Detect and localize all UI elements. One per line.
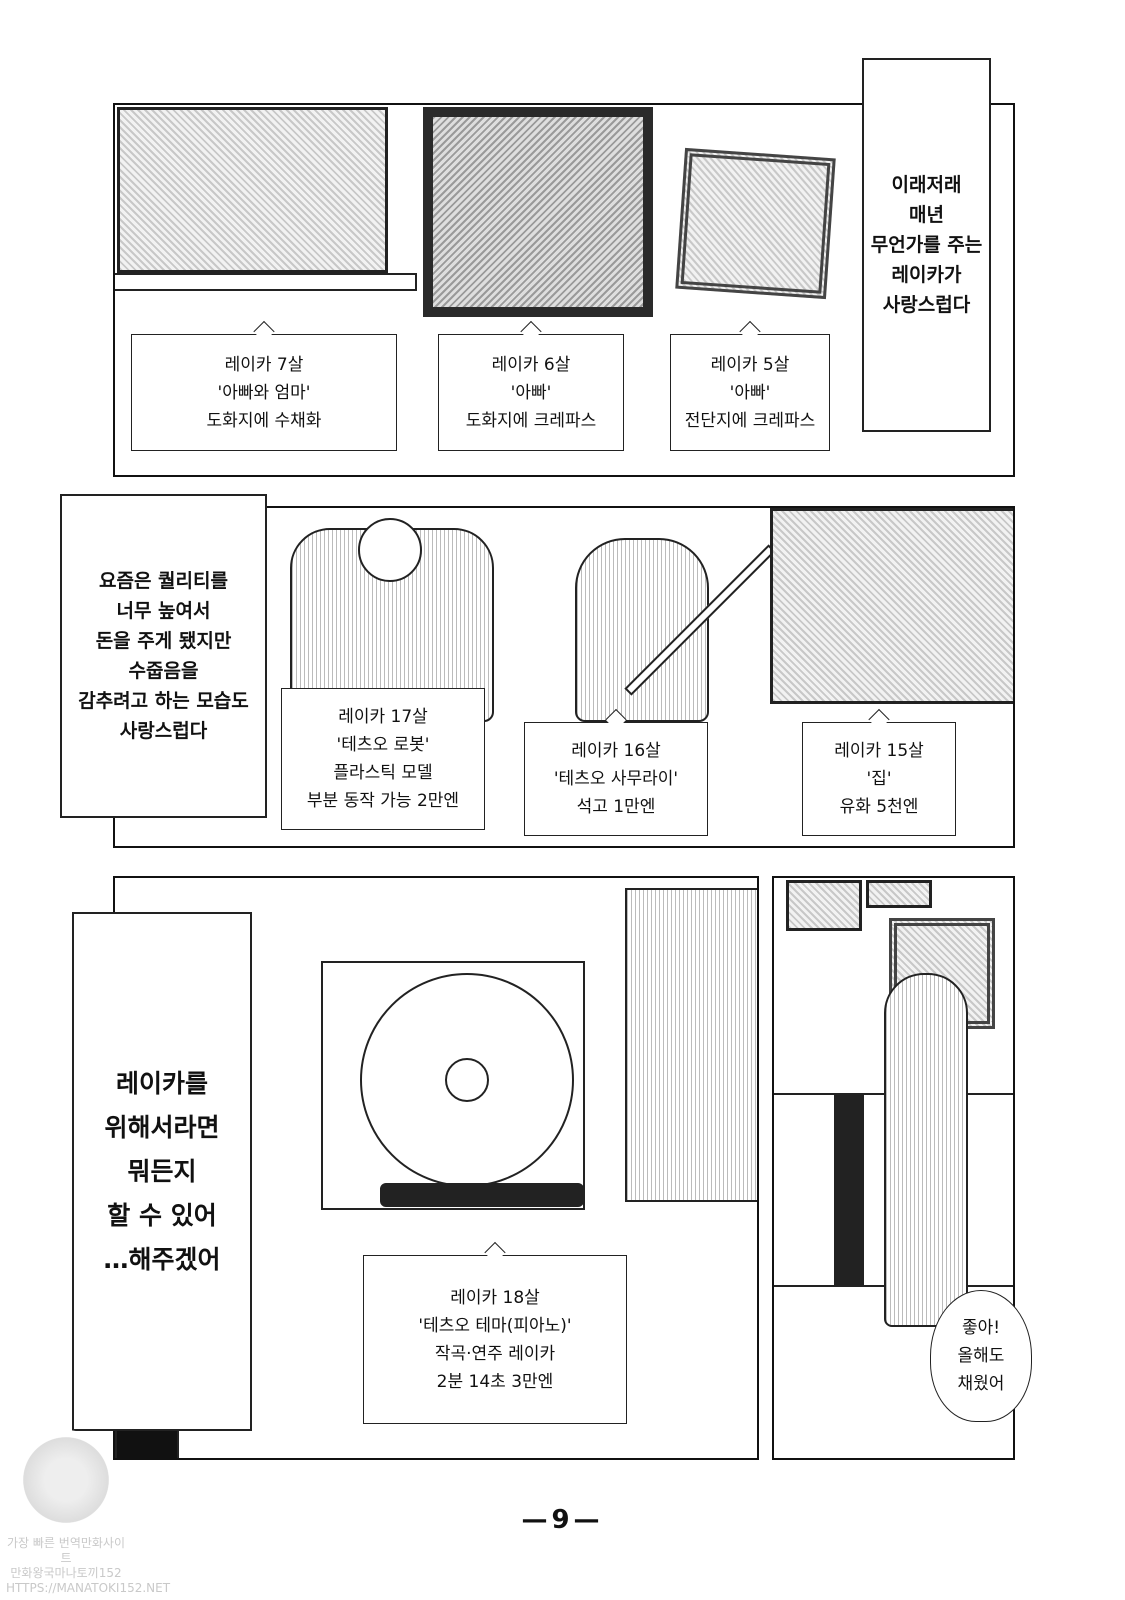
narration-line: 감추려고 하는 모습도 (78, 690, 249, 712)
narration-line: 무언가를 주는 (870, 234, 983, 256)
caption-line: 레이카 18살 (450, 1287, 540, 1308)
narration-line: 매년 (909, 204, 944, 226)
caption-reika-17: 레이카 17살 '테츠오 로봇' 플라스틱 모델 부분 동작 가능 2만엔 (281, 688, 485, 830)
painting-house (770, 508, 1013, 704)
narration-line: 뭐든지 (127, 1156, 197, 1186)
narration-line: 이래저래 (891, 174, 962, 196)
caption-reika-18: 레이카 18살 '테츠오 테마(피아노)' 작곡·연주 레이카 2분 14초 3… (363, 1255, 627, 1424)
caption-reika-6: 레이카 6살 '아빠' 도화지에 크레파스 (438, 334, 624, 451)
narration-line: 레이카가 (891, 264, 962, 286)
caption-line: '아빠와 엄마' (217, 382, 311, 403)
wall-frame-top-left (786, 880, 862, 931)
caption-reika-7: 레이카 7살 '아빠와 엄마' 도화지에 수채화 (131, 334, 397, 451)
cd-stand (380, 1183, 584, 1207)
caption-line: 레이카 7살 (224, 354, 304, 375)
cd-hub (445, 1058, 489, 1102)
caption-line: 레이카 17살 (338, 707, 428, 727)
narration-line: 사랑스럽다 (882, 294, 971, 316)
caption-line: '아빠' (729, 382, 771, 403)
page-number: —9— (521, 1505, 604, 1535)
narration-quality: 요즘은 퀄리티를 너무 높여서 돈을 주게 됐지만 수줍음을 감추려고 하는 모… (60, 494, 267, 818)
caption-line: 유화 5천엔 (839, 797, 919, 817)
watermark-line: HTTPS://MANATOKI152.NET (6, 1581, 171, 1595)
caption-line: 전단지에 크레파스 (684, 410, 816, 431)
watermark-line: 가장 빠른 번역만화사이트 (6, 1536, 126, 1565)
narration-line: 요즘은 퀄리티를 (99, 570, 228, 592)
drawing-frame-dad-and-mom (117, 107, 388, 273)
narration-for-reika: 레이카를 위해서라면 뭐든지 할 수 있어 …해주겠어 (72, 912, 252, 1431)
caption-line: '집' (866, 769, 892, 789)
narration-line: 위해서라면 (104, 1112, 220, 1142)
sideboard-edge (115, 273, 417, 291)
caption-line: '아빠' (510, 382, 552, 403)
drawing-frame-dad-5 (675, 147, 836, 300)
caption-line: '테츠오 테마(피아노)' (418, 1315, 572, 1336)
mascot-logo-icon (16, 1430, 116, 1530)
caption-line: 레이카 16살 (571, 741, 661, 761)
speech-line: 좋아! (961, 1318, 1001, 1338)
caption-line: 석고 1만엔 (576, 797, 656, 817)
caption-reika-15: 레이카 15살 '집' 유화 5천엔 (802, 722, 956, 836)
narration-line: 할 수 있어 (107, 1200, 217, 1230)
caption-line: 부분 동작 가능 2만엔 (306, 791, 460, 811)
watermark-line: 만화왕국마나토끼152 (10, 1566, 122, 1580)
narration-lovely-reika: 이래저래 매년 무언가를 주는 레이카가 사랑스럽다 (862, 58, 991, 432)
man-figure (884, 973, 968, 1327)
speech-line: 채웠어 (957, 1374, 1005, 1394)
caption-line: 레이카 5살 (710, 354, 790, 375)
caption-line: 도화지에 크레파스 (465, 410, 597, 431)
narration-line: 수줍음을 (128, 660, 199, 682)
speech-line: 올해도 (957, 1346, 1005, 1366)
caption-line: 도화지에 수채화 (206, 410, 322, 431)
robot-head (358, 518, 422, 582)
caption-reika-16: 레이카 16살 '테츠오 사무라이' 석고 1만엔 (524, 722, 708, 836)
caption-line: 레이카 6살 (491, 354, 571, 375)
narration-line: 레이카를 (115, 1068, 208, 1098)
caption-line: 2분 14초 3만엔 (436, 1371, 554, 1392)
narration-line: 사랑스럽다 (119, 720, 208, 742)
drawing-frame-dad-6 (423, 107, 653, 317)
narration-line: 너무 높여서 (116, 600, 211, 622)
caption-line: '테츠오 사무라이' (553, 769, 679, 789)
site-watermark: 가장 빠른 번역만화사이트 만화왕국마나토끼152 HTTPS://MANATO… (6, 1430, 171, 1595)
caption-line: '테츠오 로봇' (336, 735, 430, 755)
wall-frame-top-mid (866, 880, 932, 908)
narration-line: 돈을 주게 됐지만 (95, 630, 232, 652)
speech-bubble-filled: 좋아! 올해도 채웠어 (930, 1290, 1032, 1422)
caption-line: 레이카 15살 (834, 741, 924, 761)
caption-reika-5: 레이카 5살 '아빠' 전단지에 크레파스 (670, 334, 830, 451)
panel-4 (772, 876, 1015, 1460)
robot-arm (625, 888, 757, 1202)
caption-line: 작곡·연주 레이카 (434, 1343, 556, 1364)
caption-line: 플라스틱 모델 (333, 763, 433, 783)
narration-line: …해주겠어 (103, 1244, 221, 1274)
